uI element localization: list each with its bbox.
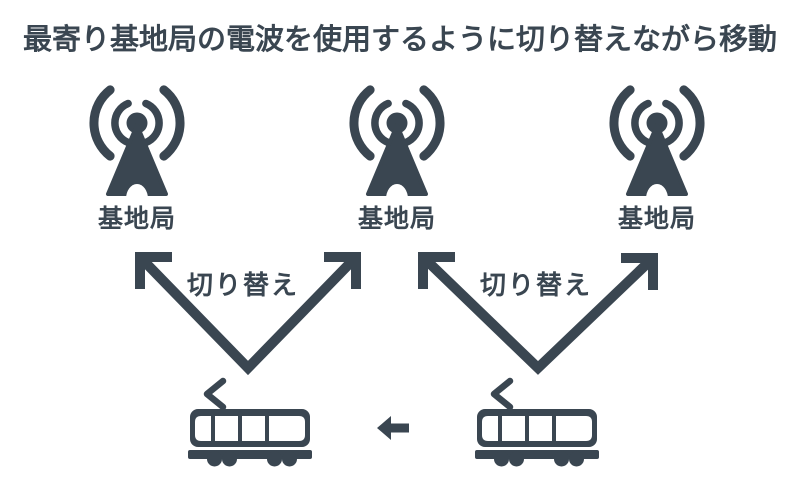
radio-wave-inner-left xyxy=(111,99,132,147)
base-station-1: 基地局 xyxy=(72,84,202,235)
pantograph-icon xyxy=(203,377,227,411)
base-station-2: 基地局 xyxy=(332,84,462,235)
switch-arrow-right xyxy=(419,253,657,375)
base-station-icon xyxy=(609,85,705,198)
train-icon xyxy=(475,377,599,467)
base-station-icon xyxy=(89,85,185,198)
base-station-label: 基地局 xyxy=(97,205,176,233)
train-wheels xyxy=(207,451,297,467)
arrowhead-up-right xyxy=(324,252,361,289)
arrowhead-up-left xyxy=(135,252,172,289)
base-station-label: 基地局 xyxy=(617,205,696,233)
switch-arrow-left xyxy=(136,253,360,376)
switch-label: 切り替え xyxy=(479,270,592,300)
radio-wave-outer-left xyxy=(89,85,115,161)
pantograph-icon xyxy=(490,377,514,411)
arrowhead-up-right xyxy=(621,253,658,290)
base-station-label: 基地局 xyxy=(357,205,436,233)
radio-wave-inner-right xyxy=(142,99,163,147)
arrowhead-up-left xyxy=(418,252,455,289)
train-windows xyxy=(482,416,592,441)
switch-label: 切り替え xyxy=(186,270,299,300)
tower-notch xyxy=(126,184,148,198)
train-wheels xyxy=(494,451,584,467)
train-windows xyxy=(195,416,305,441)
diagram-title: 最寄り基地局の電波を使用するように切り替えながら移動 xyxy=(22,24,777,56)
movement-arrow-icon xyxy=(377,416,409,440)
base-station-icon xyxy=(349,85,445,198)
base-station-3: 基地局 xyxy=(592,84,722,235)
radio-wave-outer-right xyxy=(159,85,185,161)
train-icon xyxy=(188,377,312,467)
